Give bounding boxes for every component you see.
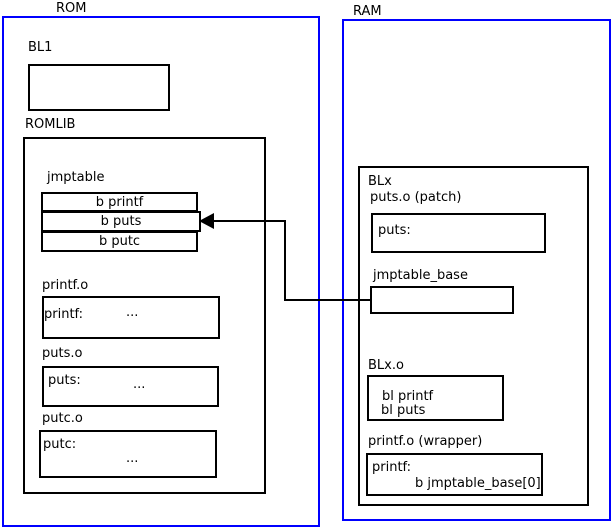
printf-body-ellipsis: ...	[126, 305, 139, 320]
blx-o-line-bl-puts: bl puts	[381, 403, 426, 418]
putc-body-ellipsis: ...	[126, 451, 139, 466]
jmptable-row-b-putc: b putc	[41, 231, 198, 252]
puts-body-ellipsis: ...	[133, 377, 146, 392]
putc-symbol: putc:	[43, 437, 77, 452]
ram-region-label: RAM	[353, 4, 382, 19]
printf-symbol: printf:	[44, 307, 84, 322]
bl1-box	[28, 64, 170, 111]
printf-wrapper-box	[366, 453, 543, 496]
printf-o-label: printf.o	[42, 278, 89, 293]
blx-o-box	[367, 375, 504, 421]
puts-patch-box	[371, 213, 546, 253]
bl1-label: BL1	[28, 40, 53, 55]
jmptable-base-label: jmptable_base	[373, 268, 468, 283]
putc-o-box	[39, 430, 217, 478]
blx-o-line-bl-printf: bl printf	[382, 389, 434, 404]
rom-region-label: ROM	[56, 1, 87, 16]
jmptable-label: jmptable	[47, 170, 105, 185]
printf-o-box	[42, 296, 220, 339]
printf-wrapper-symbol: printf:	[372, 460, 412, 475]
jmptable-base-box	[370, 286, 514, 314]
arrowhead-icon	[199, 213, 214, 229]
jmptable-row-b-printf: b printf	[41, 192, 198, 212]
romlib-label: ROMLIB	[25, 117, 76, 132]
puts-o-box	[42, 366, 219, 407]
puts-patch-label: puts.o (patch)	[370, 190, 462, 205]
printf-wrapper-instruction: b jmptable_base[0]	[415, 476, 541, 491]
puts-o-label: puts.o	[42, 346, 83, 361]
blx-o-label: BLx.o	[368, 358, 404, 373]
putc-o-label: putc.o	[42, 411, 83, 426]
connector-segment-top	[212, 220, 286, 222]
printf-wrapper-label: printf.o (wrapper)	[368, 434, 483, 449]
puts-patch-symbol: puts:	[378, 223, 411, 238]
jmptable-row-b-puts: b puts	[41, 211, 201, 232]
connector-segment-vertical	[284, 220, 286, 301]
connector-segment-bottom	[284, 299, 370, 301]
puts-symbol: puts:	[48, 373, 81, 388]
blx-label: BLx	[368, 174, 392, 189]
